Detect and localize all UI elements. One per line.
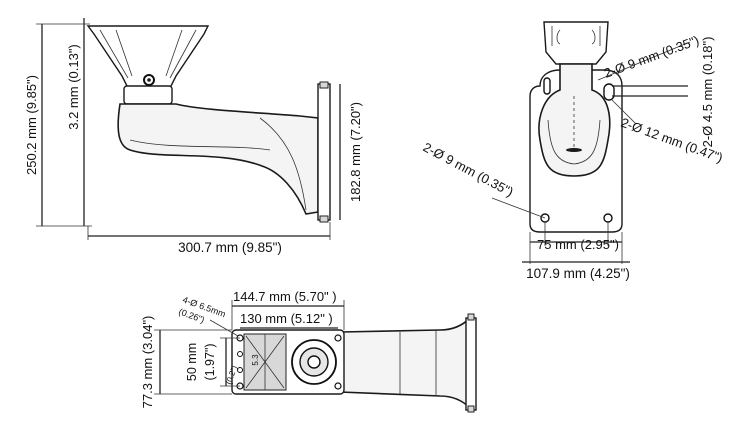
rear-spacing-label: 75 mm (2.95") — [537, 237, 619, 252]
side-wall-plate — [317, 83, 331, 221]
side-arm — [117, 103, 319, 215]
side-collar — [123, 85, 173, 105]
rear-top-hole-label: 2-Ø 9 mm (0.35") — [602, 33, 701, 81]
top-arm — [339, 316, 471, 410]
side-view: 250.2 mm (9.85") 3.2 mm (0.13") 182.8 mm… — [24, 18, 363, 255]
side-offset-label: 3.2 mm (0.13") — [66, 44, 81, 130]
rear-cable-hole-label: 2-Ø 4.5 mm (0.18") — [700, 37, 715, 148]
top-wall-plate — [465, 317, 477, 411]
top-depth-label: 77.3 mm (3.04") — [140, 316, 155, 409]
rear-bottom-hole-label: 2-Ø 9 mm (0.35") — [421, 139, 516, 199]
top-spacing-label: 50 mm — [185, 343, 199, 381]
top-small-label-a: 5.3 — [251, 354, 260, 366]
rear-width-label: 107.9 mm (4.25") — [526, 266, 630, 281]
top-inner-width-label: 130 mm (5.12" ) — [240, 311, 333, 326]
side-height-label: 250.2 mm (9.85") — [24, 75, 39, 175]
rear-view: 2-Ø 9 mm (0.35") 2-Ø 4.5 mm (0.18") 2-Ø … — [421, 21, 725, 281]
side-length-label: 300.7 mm (9.85") — [178, 240, 282, 255]
rear-top-mount — [543, 21, 609, 65]
top-view: 144.7 mm (5.70" ) 130 mm (5.12" ) 4-Ø 6.… — [140, 289, 477, 413]
top-spacing-label-inch: (1.97") — [203, 343, 217, 380]
top-outer-width-label: 144.7 mm (5.70" ) — [233, 289, 337, 304]
side-plate-height-label: 182.8 mm (7.20") — [348, 102, 363, 202]
